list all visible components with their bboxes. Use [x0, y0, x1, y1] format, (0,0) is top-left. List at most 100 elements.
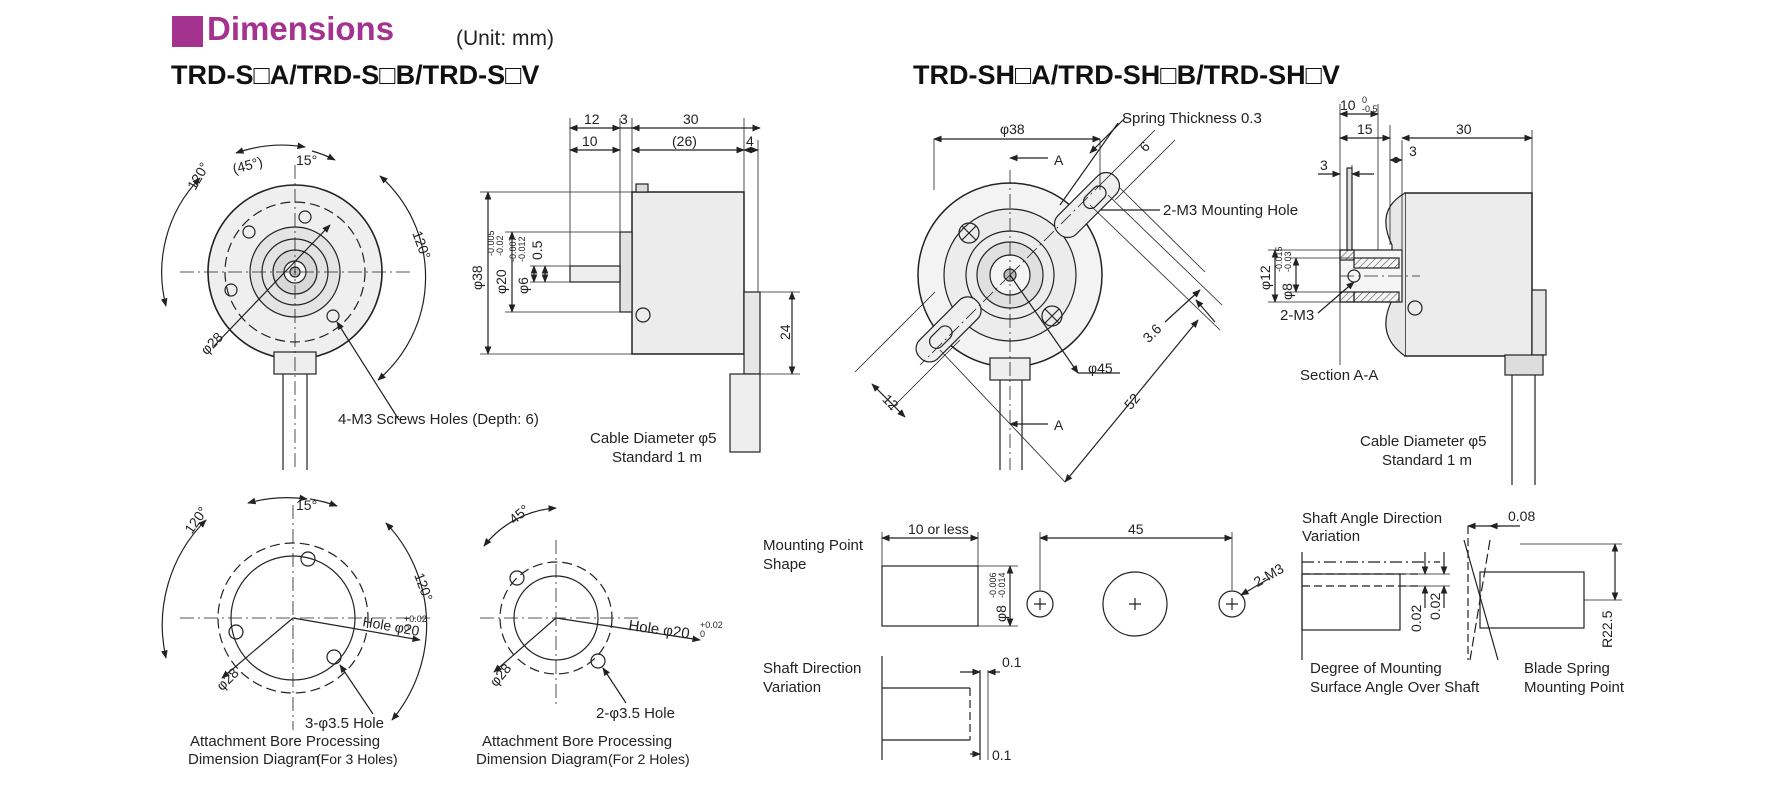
- sd-label1: Shaft Direction: [763, 660, 861, 677]
- blade-spring-mounting: [1463, 522, 1622, 661]
- bs-cap2: Mounting Point: [1524, 679, 1625, 696]
- lb3-dia28: φ28: [213, 665, 242, 694]
- ls-d3: 3: [620, 111, 628, 127]
- rs-dia8-tol-top: -0.015: [1274, 246, 1284, 272]
- lb2-dia28: φ28: [486, 660, 514, 689]
- title-text: Dimensions: [207, 10, 395, 47]
- ls-d12: 12: [584, 111, 600, 127]
- av-d002a: 0.02: [1408, 605, 1424, 632]
- bs-cap1: Blade Spring: [1524, 660, 1610, 677]
- lb3-cap1: Attachment Bore Processing: [190, 733, 380, 750]
- ls-cable2: Standard 1 m: [612, 449, 702, 466]
- rs-cable1: Cable Diameter φ5: [1360, 433, 1486, 450]
- rs-d10: 10: [1340, 97, 1356, 113]
- left-bore-3holes: [161, 494, 430, 730]
- ls-dia38: φ38: [469, 265, 485, 290]
- rf-dia45: φ45: [1088, 360, 1113, 376]
- lb2-cap2: Dimension Diagram: [476, 751, 608, 768]
- rs-dia8: φ8: [1279, 283, 1295, 300]
- lb3-hole-tol-bot: 0: [404, 623, 409, 633]
- rs-d3a: 3: [1409, 143, 1417, 159]
- rs-section: Section A-A: [1300, 367, 1378, 384]
- ls-d10: 10: [582, 133, 598, 149]
- bs-r225: R22.5: [1599, 610, 1615, 648]
- lf-screws-note: 4-M3 Screws Holes (Depth: 6): [338, 411, 539, 428]
- ls-dia20: φ20: [493, 269, 509, 294]
- ls-d30: 30: [683, 111, 699, 127]
- ls-dia20-tol-top: -0.005: [486, 230, 496, 256]
- model-left-heading: TRD-S□A/TRD-S□B/TRD-S□V: [171, 60, 540, 90]
- rs-d15: 15: [1357, 121, 1373, 137]
- rs-d3b: 3: [1320, 157, 1328, 173]
- mounting-point-shape: [881, 532, 1271, 637]
- shaft-angle-variation: [1301, 552, 1450, 660]
- right-side-view: [1268, 104, 1547, 485]
- rf-sec-a1: A: [1054, 152, 1064, 168]
- ls-d24: 24: [777, 324, 793, 340]
- left-front-view: [160, 142, 427, 470]
- rs-cable2: Standard 1 m: [1382, 452, 1472, 469]
- page-title: Dimensions: [172, 10, 394, 48]
- rs-d10-tol-bot: -0.5: [1362, 104, 1378, 114]
- mp-label1: Mounting Point: [763, 537, 864, 554]
- lf-angle-120a: 120°: [184, 159, 212, 192]
- av-cap1: Degree of Mounting: [1310, 660, 1442, 677]
- lf-angle-15: 15°: [296, 152, 317, 168]
- rf-dia38: φ38: [1000, 121, 1025, 137]
- mp-label2: Shape: [763, 556, 806, 573]
- ls-d4: 4: [746, 133, 754, 149]
- mp-d10less: 10 or less: [908, 521, 969, 537]
- av-d002b: 0.02: [1427, 593, 1443, 620]
- lf-dia28: φ28: [197, 329, 226, 358]
- av-cap2: Surface Angle Over Shaft: [1310, 679, 1480, 696]
- lb3-angle-120a: 120°: [181, 504, 211, 537]
- lb2-holes: 2-φ3.5 Hole: [596, 705, 675, 722]
- sd-label2: Variation: [763, 679, 821, 696]
- title-marker: [172, 16, 203, 47]
- rf-sec-a2: A: [1054, 417, 1064, 433]
- unit-label: (Unit: mm): [456, 27, 554, 50]
- sd-d01a: 0.1: [1002, 654, 1022, 670]
- rs-m3: 2-M3: [1280, 307, 1314, 324]
- mp-dia8-tol-bot: -0.014: [997, 572, 1007, 598]
- ls-dia6: φ6: [515, 277, 531, 294]
- rs-d10-tol-top: 0: [1362, 95, 1367, 105]
- rf-mount-note: 2-M3 Mounting Hole: [1163, 202, 1298, 219]
- rs-dia12: φ12: [1257, 265, 1273, 290]
- lb3-cap3: (For 3 Holes): [316, 751, 398, 767]
- model-right-heading: TRD-SH□A/TRD-SH□B/TRD-SH□V: [913, 60, 1340, 90]
- ls-dia6-tol-bot: -0.012: [517, 236, 527, 262]
- lf-angle-45: (45°): [231, 153, 265, 176]
- rf-spring: Spring Thickness 0.3: [1122, 110, 1262, 127]
- sd-d01b: 0.1: [992, 747, 1012, 763]
- mp-m3: 2-M3: [1251, 560, 1287, 590]
- ls-d26: (26): [672, 133, 697, 149]
- lb2-hole-tol-bot: 0: [700, 629, 705, 639]
- lb2-hole: Hole φ20: [627, 617, 690, 642]
- rs-dia8-tol-bot: -0.03: [1283, 251, 1293, 272]
- lb3-cap2: Dimension Diagram: [188, 751, 320, 768]
- ls-dia6-tol-top: -0.007: [508, 236, 518, 262]
- mp-d45: 45: [1128, 521, 1144, 537]
- right-front-view: [854, 117, 1223, 483]
- lb2-cap3: (For 2 Holes): [608, 751, 690, 767]
- mp-dia8-tol-top: -0.006: [988, 572, 998, 598]
- lb2-cap1: Attachment Bore Processing: [482, 733, 672, 750]
- lb3-holes: 3-φ3.5 Hole: [305, 715, 384, 732]
- mp-dia8: φ8: [993, 605, 1009, 622]
- ls-cable1: Cable Diameter φ5: [590, 430, 716, 447]
- av-label2: Variation: [1302, 528, 1360, 545]
- lb3-angle-120b: 120°: [411, 571, 436, 604]
- left-bore-2holes: [480, 505, 701, 705]
- left-side-view: [480, 118, 800, 453]
- lb2-hole-tol-top: +0.02: [700, 620, 723, 630]
- ls-d05: 0.5: [529, 240, 545, 260]
- lb3-hole-tol-top: +0.02: [404, 614, 427, 624]
- av-label1: Shaft Angle Direction: [1302, 510, 1442, 527]
- rf-d36: 3.6: [1139, 320, 1164, 345]
- lf-angle-120b: 120°: [409, 229, 434, 262]
- rs-d30: 30: [1456, 121, 1472, 137]
- lb3-angle-15: 15°: [296, 497, 317, 513]
- bs-d008: 0.08: [1508, 508, 1535, 524]
